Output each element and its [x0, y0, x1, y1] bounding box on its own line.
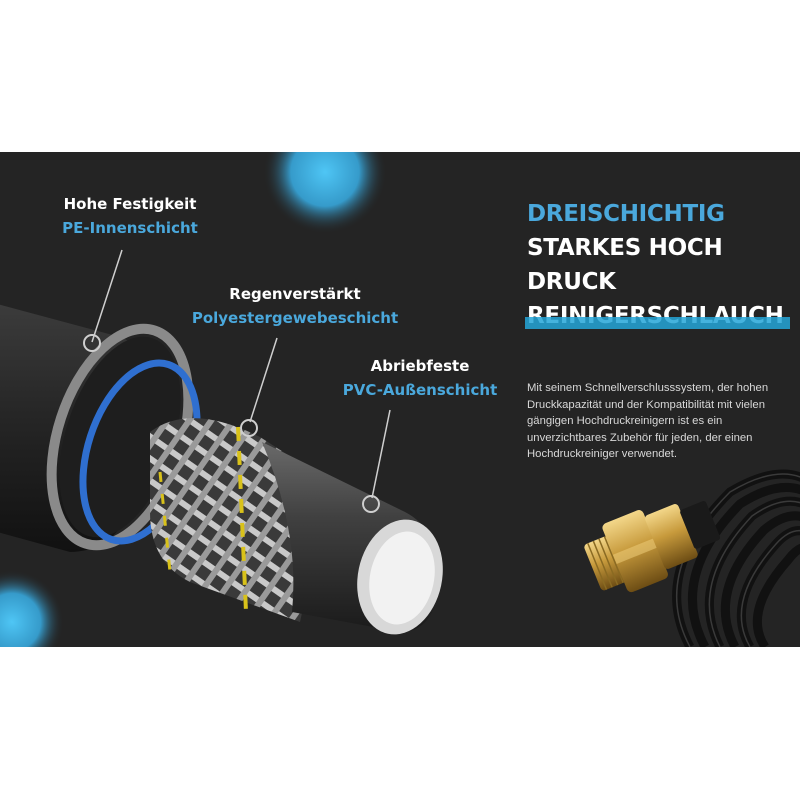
yellow-thread-2 — [158, 471, 172, 573]
callout-dot-outer — [362, 495, 380, 513]
label-inner-subtitle: PE-Innenschicht — [62, 219, 198, 237]
label-outer-title: Abriebfeste — [370, 357, 470, 375]
callout-line-inner — [91, 249, 123, 343]
label-middle-title: Regenverstärkt — [229, 285, 361, 303]
brass-connector — [584, 501, 721, 593]
label-inner-layer: Hohe Festigkeit PE-Innenschicht — [50, 192, 210, 240]
callout-line-outer — [371, 409, 391, 499]
headline-line-1: DREISCHICHTIG — [527, 201, 725, 227]
callout-dot-middle — [240, 419, 258, 437]
label-inner-title: Hohe Festigkeit — [63, 195, 197, 213]
label-outer-layer: Abriebfeste PVC-Außenschicht — [335, 354, 505, 402]
blue-glow-top — [263, 152, 387, 234]
label-middle-subtitle: Polyestergewebeschicht — [191, 309, 399, 327]
blue-glow-bottom-left — [0, 570, 64, 647]
description-text: Mit seinem Schnellverschlusssystem, der … — [527, 382, 769, 460]
label-middle-layer: Regenverstärkt Polyestergewebeschicht — [180, 282, 410, 330]
headline: DREISCHICHTIG STARKES HOCH DRUCK REINIGE… — [525, 197, 790, 333]
callout-line-middle — [249, 337, 278, 423]
yellow-thread-1 — [236, 426, 248, 613]
headline-line-3: DRUCK — [527, 269, 616, 295]
callout-dot-inner — [83, 334, 101, 352]
headline-line-4: REINIGERSCHLAUCH — [525, 299, 790, 333]
coiled-hose — [672, 469, 800, 647]
headline-line-2: STARKES HOCH — [527, 235, 723, 261]
product-banner: Hohe Festigkeit PE-Innenschicht Regenver… — [0, 152, 800, 647]
hose-illustration — [0, 152, 800, 647]
label-outer-subtitle: PVC-Außenschicht — [342, 381, 498, 399]
